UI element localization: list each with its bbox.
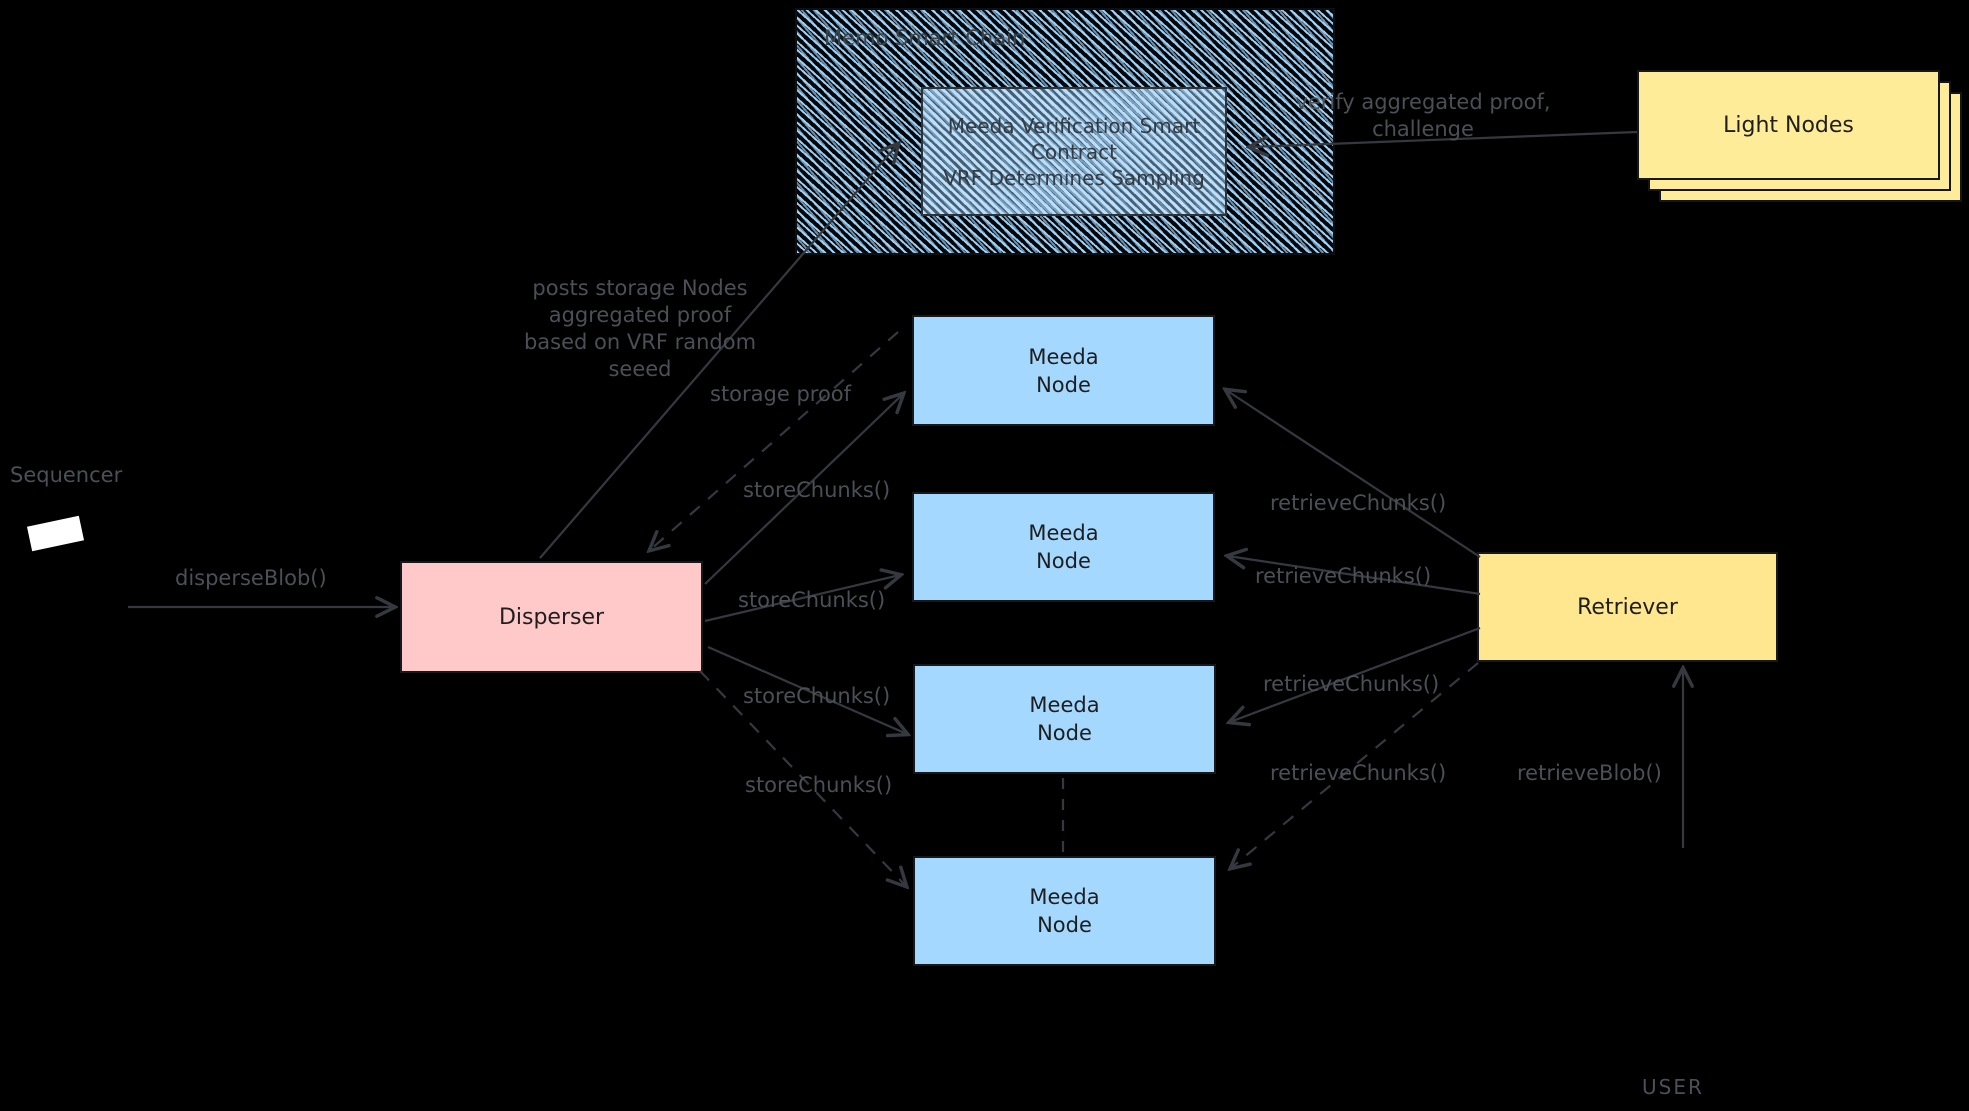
contract-line3: VRF Determines Sampling <box>943 165 1205 190</box>
meeda-node-2-line1: Meeda <box>1028 521 1099 545</box>
meeda-node-1: Meeda Node <box>912 315 1215 426</box>
verification-contract-box: Meeda Verification Smart Contract VRF De… <box>921 87 1227 216</box>
contract-line2: Contract <box>1030 139 1118 164</box>
meeda-node-4-line2: Node <box>1037 913 1092 937</box>
meeda-node-3-line2: Node <box>1037 721 1092 745</box>
contract-line1: Meeda Verification Smart <box>947 113 1201 138</box>
meeda-node-3: Meeda Node <box>913 664 1216 774</box>
memo-smart-chain-box: Memo Smart Chain Meeda Verification Smar… <box>795 8 1335 255</box>
light-nodes-label: Light Nodes <box>1723 112 1854 138</box>
meeda-node-1-line1: Meeda <box>1028 344 1099 369</box>
meeda-node-2: Meeda Node <box>912 492 1215 602</box>
meeda-node-2-line2: Node <box>1036 549 1091 573</box>
disperser-box: Disperser <box>400 561 703 673</box>
meeda-node-1-line2: Node <box>1036 372 1091 397</box>
meeda-node-3-line1: Meeda <box>1029 693 1100 717</box>
meeda-node-4: Meeda Node <box>913 856 1216 966</box>
sequencer-highlight-mark <box>26 515 85 552</box>
retriever-label: Retriever <box>1577 594 1678 620</box>
disperser-label: Disperser <box>498 604 605 630</box>
memo-smart-chain-title: Memo Smart Chain <box>824 26 1026 50</box>
light-nodes-box: Light Nodes <box>1637 70 1940 180</box>
meeda-node-4-line1: Meeda <box>1029 885 1100 909</box>
retriever-box: Retriever <box>1477 552 1778 662</box>
